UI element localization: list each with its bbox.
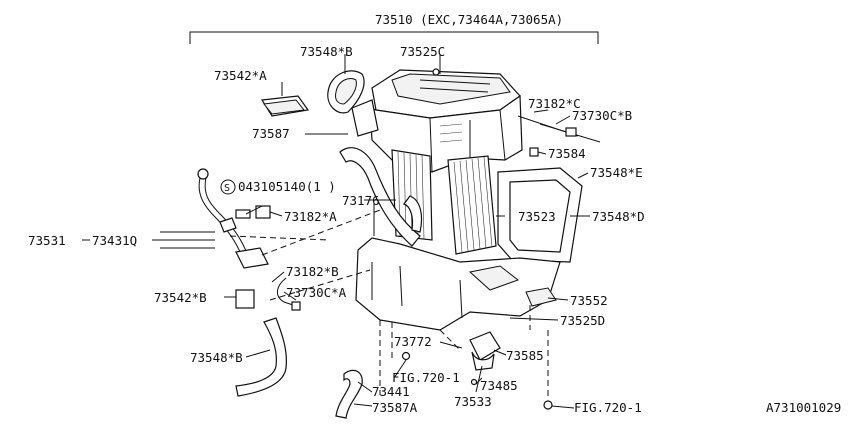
small-plate xyxy=(235,289,255,309)
filter-pad xyxy=(260,95,310,117)
assembly-bracket xyxy=(189,31,599,44)
label-73525C: 73525C xyxy=(400,44,445,59)
label-73182A: 73182*A xyxy=(284,209,337,224)
label-73548D: 73548*D xyxy=(592,209,645,224)
hose-73587A xyxy=(335,369,363,419)
label-73587: 73587 xyxy=(252,126,290,141)
label-73176: 73176 xyxy=(342,193,380,208)
drain-hose-lower xyxy=(235,317,287,397)
label-fig720-b: FIG.720-1 xyxy=(574,400,642,415)
label-73587A: 73587A xyxy=(372,400,418,415)
label-73542A: 73542*A xyxy=(214,68,267,83)
wire-harness-a xyxy=(277,277,301,311)
label-fig720-a: FIG.720-1 xyxy=(392,370,460,385)
label-73182B: 73182*B xyxy=(286,264,339,279)
label-73431Q: 73431Q xyxy=(92,233,137,248)
diagram-code: A731001029 xyxy=(766,400,841,415)
label-73523: 73523 xyxy=(518,209,556,224)
foam-seal-top xyxy=(327,70,365,114)
label-73548B-top: 73548*B xyxy=(300,44,353,59)
label-73772: 73772 xyxy=(394,334,432,349)
label-043105140: 043105140(1 ) xyxy=(238,179,336,194)
label-73182C: 73182*C xyxy=(528,96,581,111)
label-73485: 73485 xyxy=(480,378,518,393)
leader-lines xyxy=(82,54,590,409)
screw-symbol-letter: S xyxy=(224,183,230,194)
evaporator-core xyxy=(447,155,497,255)
label-73542B: 73542*B xyxy=(154,290,207,305)
label-73730CB: 73730C*B xyxy=(572,108,632,123)
label-73552: 73552 xyxy=(570,293,608,308)
phantom-lines xyxy=(229,209,549,398)
pipe-sensor-assembly xyxy=(197,168,271,269)
clip-73584 xyxy=(529,147,539,157)
label-73531: 73531 xyxy=(28,233,66,248)
cable-upper-right xyxy=(517,115,601,143)
assembly-label: 73510 (EXC,73464A,73065A) xyxy=(375,12,563,27)
hvac-case-upper xyxy=(351,68,523,173)
label-73584: 73584 xyxy=(548,146,586,161)
label-73525D: 73525D xyxy=(560,313,605,328)
label-73585: 73585 xyxy=(506,348,544,363)
label-73441: 73441 xyxy=(372,384,410,399)
blower-motor xyxy=(469,331,501,371)
label-73548E: 73548*E xyxy=(590,165,643,180)
screw-symbol: S xyxy=(220,179,236,195)
seal-frame xyxy=(497,167,583,263)
label-73730CA: 73730C*A xyxy=(286,285,347,300)
label-73548B-bottom: 73548*B xyxy=(190,350,243,365)
label-73533: 73533 xyxy=(454,394,492,409)
bolts xyxy=(401,351,553,410)
duct-hoses xyxy=(339,147,423,247)
